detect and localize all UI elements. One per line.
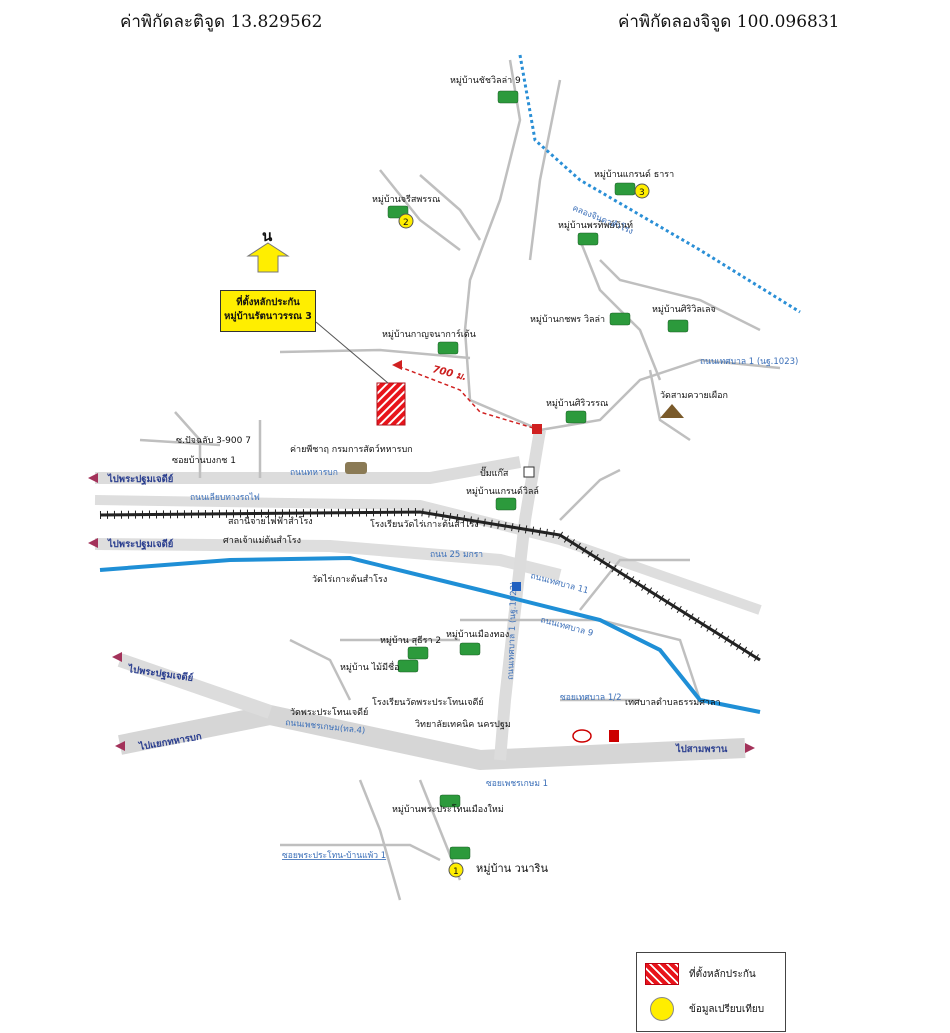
- callout-leader: [315, 321, 389, 384]
- legend-dot-icon: [650, 997, 674, 1021]
- distance-arrowhead: [392, 360, 402, 370]
- village-wanarin: หมู่บ้าน วนาริน: [476, 862, 548, 875]
- place-tech-college: วิทยาลัยเทคนิค นครปฐม: [415, 719, 511, 730]
- village-chatvilla: หมู่บ้านชัชวิลล่า 9: [450, 75, 521, 86]
- village-maimichue: หมู่บ้าน ไม้มีชื่อ: [340, 660, 400, 673]
- road-label-patchalap: ซ.ปัจฉลับ 3-900 7: [176, 436, 251, 446]
- village-pornthipnan: หมู่บ้านพรทิพย์นันท์: [558, 219, 633, 231]
- road-to-pathom-3: [117, 653, 273, 719]
- road-label-bongkot: ซอยบ้านบงกช 1: [172, 455, 236, 466]
- callout-title: ที่ตั้งหลักประกัน: [236, 297, 300, 308]
- village-kotchaporn: หมู่บ้านกชพร วิลล่า: [530, 314, 605, 325]
- road-label-25makara: ถนน 25 มกรา: [430, 550, 483, 560]
- village-kanchana: หมู่บ้านกาญจนาการ์เด้น: [382, 328, 476, 340]
- road-label-thesaban1: ถนนเทศบาล 1 (นฐ.1023): [700, 357, 798, 367]
- svg-text:1: 1: [453, 867, 459, 877]
- canal-main: [99, 555, 761, 714]
- map-legend: ที่ตั้งหลักประกัน ข้อมูลเปรียบเทียบ: [636, 952, 786, 1032]
- road-label-soi-phetkasem1: ซอยเพชรเกษม 1: [486, 779, 548, 789]
- place-power-station: สถานีจ่ายไฟฟ้าสำโรง: [228, 516, 313, 527]
- distance-path: [394, 364, 541, 431]
- canal-north: [518, 54, 801, 314]
- place-shrine: ศาลเจ้าแม่ต้นสำโรง: [223, 535, 301, 546]
- village-praprathon: หมู่บ้านพระประโทนเมืองใหม่: [392, 804, 504, 815]
- dir-samphran: ไปสามพราน: [675, 743, 728, 755]
- road-label-thesaban-1-2: ซอยเทศบาล 1/2: [560, 693, 622, 703]
- north-arrow-icon: [246, 242, 290, 273]
- distance-label: 700 ม.: [431, 364, 467, 383]
- village-grand-thara: หมู่บ้านแกรนด์ ธารา: [594, 168, 674, 180]
- legend-row-comparison: ข้อมูลเปรียบเทียบ: [645, 997, 764, 1021]
- direction-arrows: [88, 473, 755, 753]
- village-grandville: หมู่บ้านแกรนด์วิลล์: [466, 485, 539, 497]
- legend-label-comparison: ข้อมูลเปรียบเทียบ: [689, 1003, 765, 1015]
- legend-label-collateral: ที่ตั้งหลักประกัน: [689, 968, 756, 980]
- latitude-label: ค่าพิกัดละติจูด 13.829562: [120, 12, 323, 32]
- info-sign-icon: [512, 582, 521, 591]
- road-label-1023-vertical: ถนนเทศบาล 1 (นฐ.1023): [506, 581, 519, 680]
- railway: [99, 507, 763, 664]
- road-thahanbok: [95, 456, 522, 484]
- place-temple-samkhwai: วัดสามควายเผือก: [660, 390, 728, 401]
- callout-subtitle: หมู่บ้านรัตนาวรรณ 3: [224, 311, 312, 322]
- legend-hatch-icon: [645, 963, 679, 985]
- comparison-marker-3: 3: [634, 183, 650, 199]
- svg-text:2: 2: [403, 218, 409, 228]
- north-label: น: [262, 227, 273, 245]
- place-municipality: เทศบาลตำบลธรรมศาลา: [625, 697, 721, 708]
- village-siri-village: หมู่บ้านศิริวิลเลจ: [652, 304, 716, 315]
- road-25-makara: [94, 538, 562, 581]
- road-label-soi-prapathon: ซอยพระประโทน-บ้านแพ้ว 1: [282, 850, 386, 861]
- village-suthira: หมู่บ้าน สุธีรา 2: [380, 635, 441, 646]
- temple-icon: [660, 404, 684, 418]
- road-label-railway: ถนนเลียบทางรถไฟ: [190, 492, 260, 503]
- highway-phetkasem: [118, 705, 746, 770]
- road-label-thahanbok: ถนนทหารบก: [290, 468, 338, 478]
- comparison-marker-1: 1: [448, 862, 464, 878]
- svg-text:3: 3: [639, 188, 645, 198]
- gas-icon: [523, 466, 535, 478]
- collateral-site: [376, 382, 406, 426]
- comparison-marker-2: 2: [398, 213, 414, 229]
- toyota-logo: [572, 729, 592, 743]
- red-flag-icon: [532, 424, 542, 434]
- place-school-praprathon: โรงเรียนวัดพระประโทนเจดีย์: [372, 696, 484, 708]
- collateral-callout: ที่ตั้งหลักประกัน หมู่บ้านรัตนาวรรณ 3: [220, 290, 316, 332]
- village-jaritphan: หมู่บ้านจรีสพรรณ: [372, 194, 440, 205]
- legend-row-collateral: ที่ตั้งหลักประกัน: [645, 963, 756, 985]
- place-army-camp: ค่ายพีชาฤ กรมการสัตว์ทหารบก: [290, 443, 413, 455]
- village-muangthong: หมู่บ้านเมืองทอง: [446, 629, 509, 640]
- dir-pathom-2: ไปพระปฐมเจดีย์: [107, 538, 173, 550]
- place-school-raikoh: โรงเรียนวัดไร่เกาะต้นสำโรง: [370, 519, 479, 530]
- place-gas-station: ปั๊มแก๊ส: [480, 466, 509, 479]
- village-siriwan: หมู่บ้านศิริวรรณ: [546, 398, 608, 409]
- dir-pathom-1: ไปพระปฐมเจดีย์: [107, 473, 173, 485]
- road-1023-main: [494, 429, 546, 761]
- longitude-label: ค่าพิกัดลองจิจูด 100.096831: [618, 12, 840, 32]
- tank-icon: [345, 462, 367, 474]
- place-temple-praprathon: วัดพระประโทนเจดีย์: [290, 706, 368, 718]
- place-temple-raikoh: วัดไร่เกาะต้นสำโรง: [312, 574, 387, 585]
- suzuki-logo: [609, 730, 619, 742]
- village-icons: [387, 90, 689, 860]
